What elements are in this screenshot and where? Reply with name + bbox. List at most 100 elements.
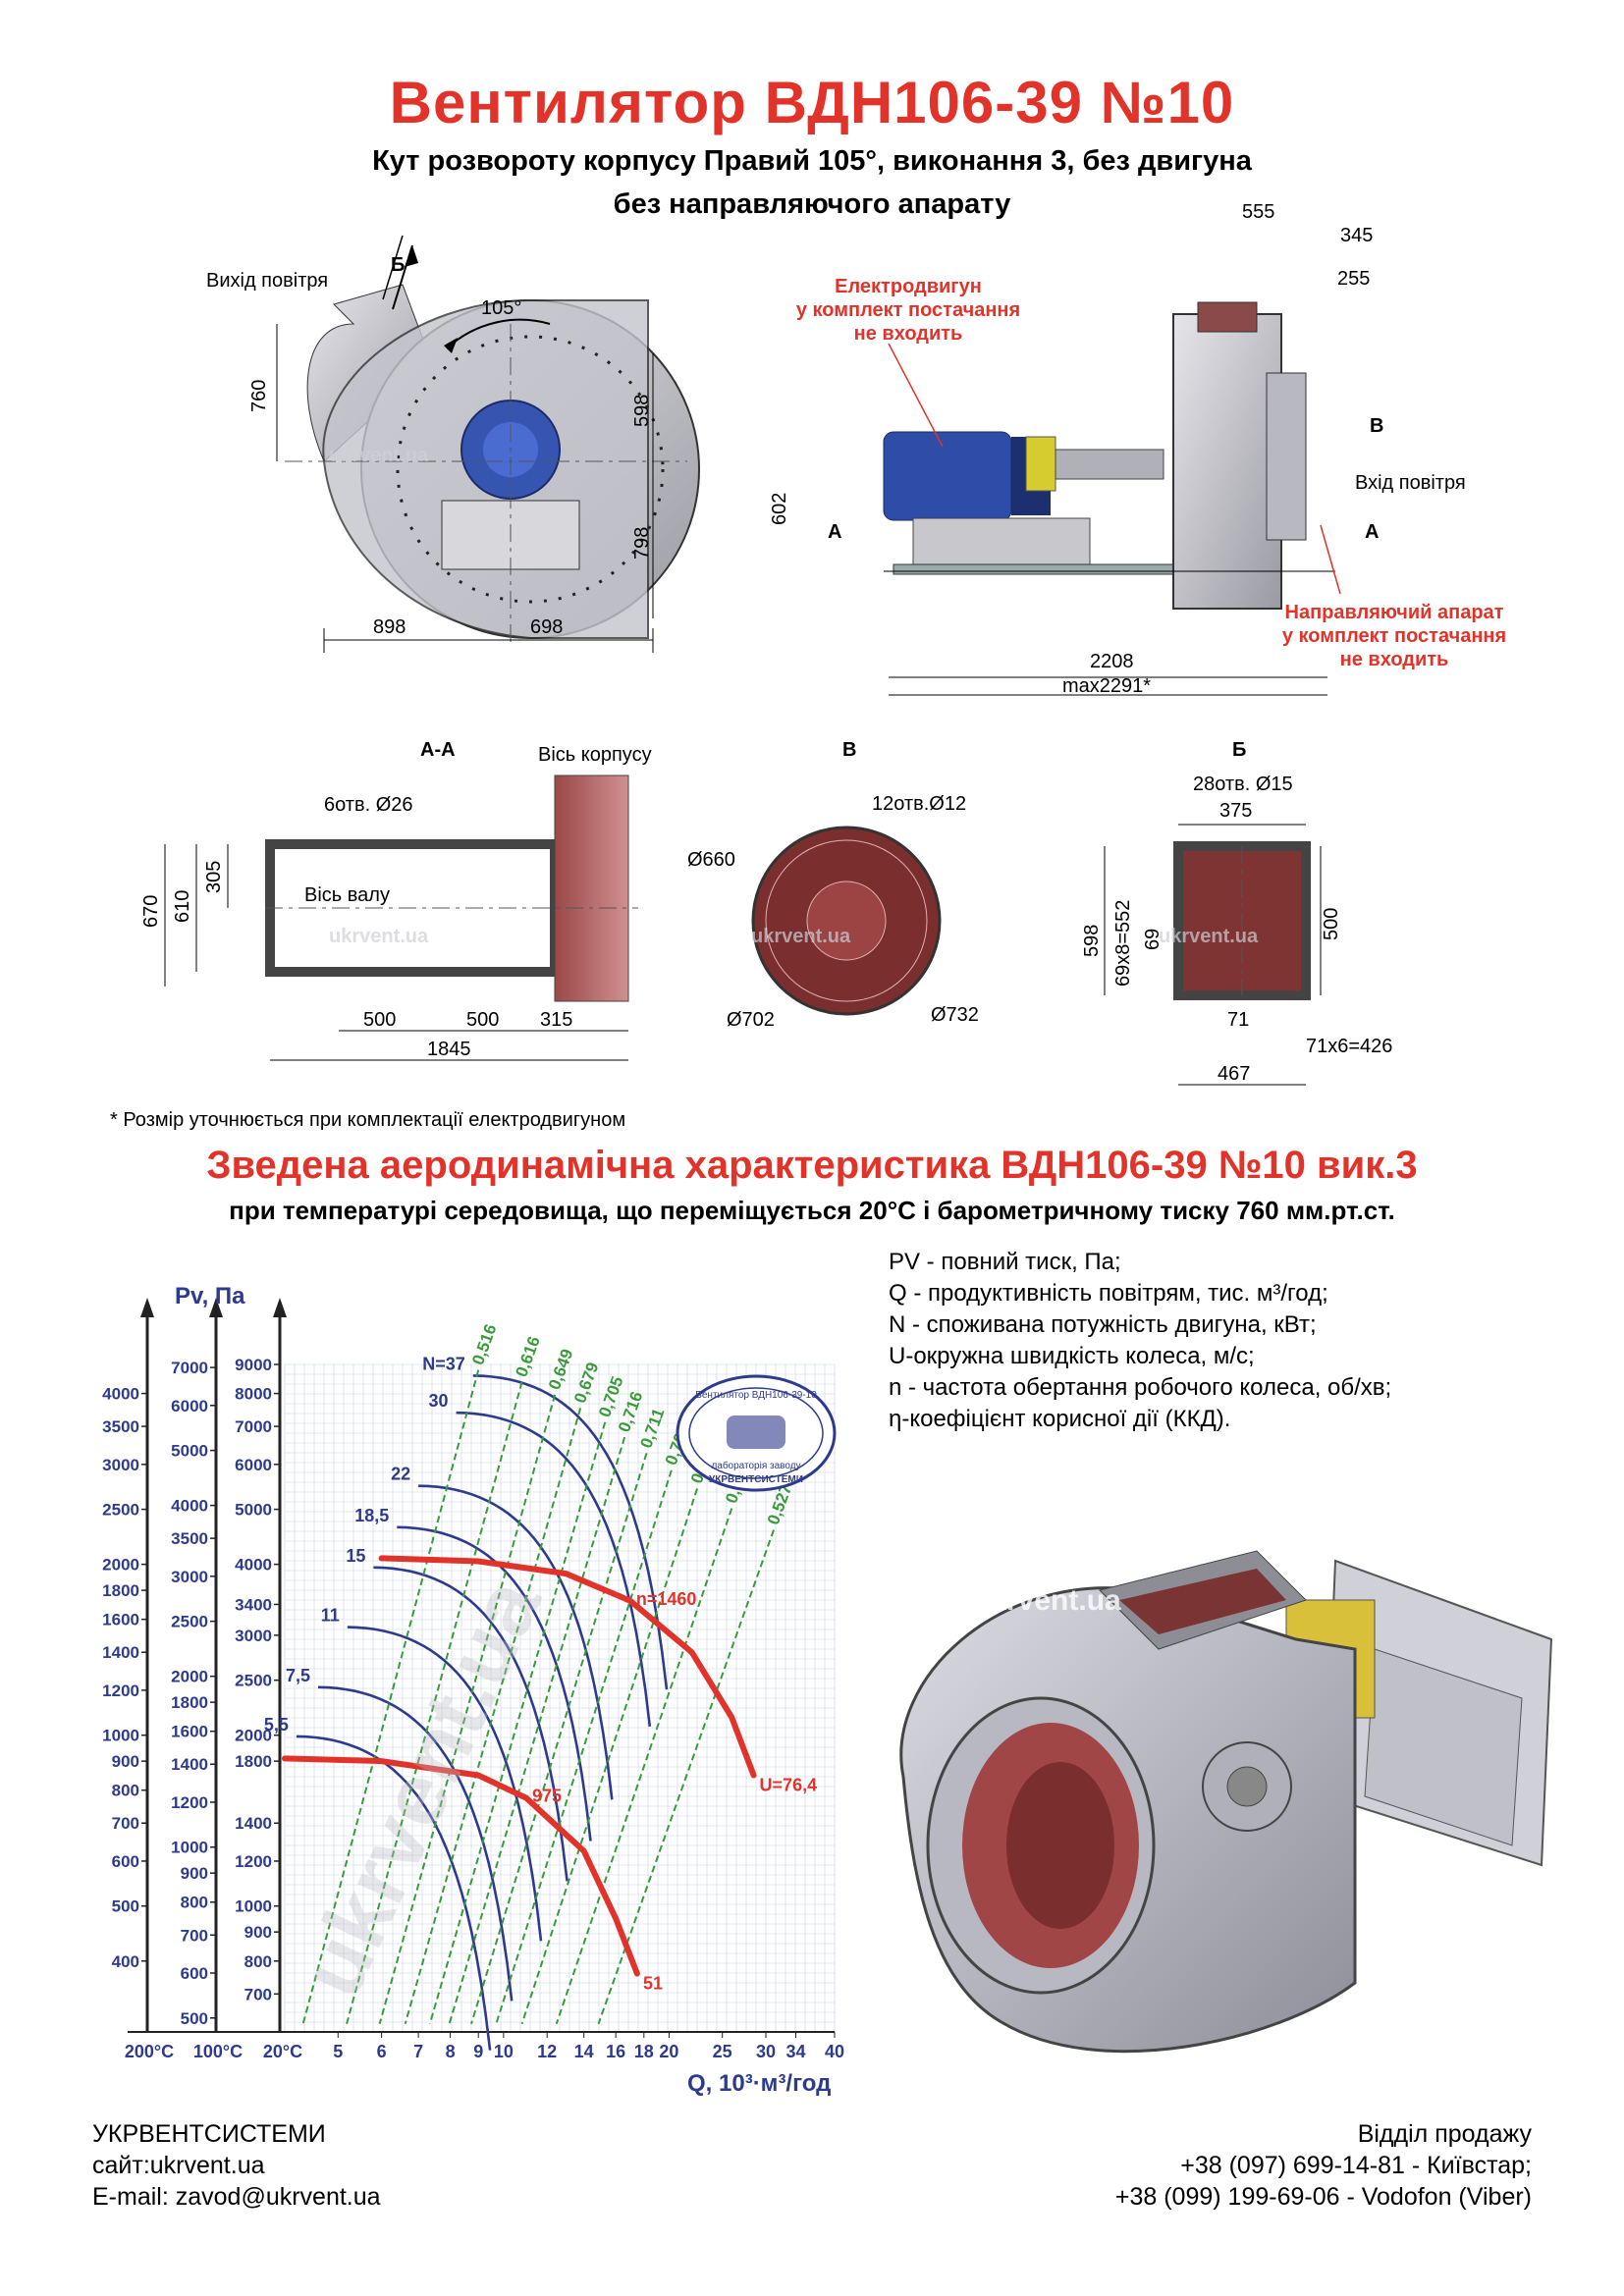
phone-vodafone[interactable]: +38 (099) 199-69-06 - Vodofon (Viber) xyxy=(1114,2183,1532,2211)
company-email[interactable]: E-mail: zavod@ukrvent.ua xyxy=(92,2183,381,2211)
section2-subtitle: при температурі середовища, що переміщує… xyxy=(229,1196,1395,1225)
y-tick-label: 3000 xyxy=(102,1456,139,1474)
efficiency-line xyxy=(448,1436,626,2025)
efficiency-label: 0,711 xyxy=(636,1406,668,1451)
dim-598-b: 598 xyxy=(1081,925,1103,957)
phone-kyivstar[interactable]: +38 (097) 699-14-81 - Київстар; xyxy=(1180,2152,1532,2179)
dim-345: 345 xyxy=(1340,225,1373,246)
y-tick-label: 2500 xyxy=(102,1501,139,1520)
x-temp-label: 100°С xyxy=(193,2042,243,2061)
x-axis-title: Q, 10³·м³/год xyxy=(687,2070,831,2097)
dim-375: 375 xyxy=(1219,800,1252,822)
y-tick-label: 1200 xyxy=(171,1793,208,1812)
y-tick-label: 1000 xyxy=(171,1839,208,1857)
dim-max2291: max2291* xyxy=(1062,675,1151,697)
power-label: N=37 xyxy=(422,1354,465,1373)
company-name: УКРВЕНТСИСТЕМИ xyxy=(92,2120,326,2148)
y-tick-label: 1800 xyxy=(171,1693,208,1712)
x-tick-label: 10 xyxy=(494,2042,514,2061)
y-axis-arrow xyxy=(140,1298,154,1317)
aa-holes-label: 6отв. Ø26 xyxy=(324,794,413,816)
y-tick-label: 1600 xyxy=(171,1723,208,1741)
y-tick-label: 1400 xyxy=(235,1814,272,1833)
efficiency-line xyxy=(301,1369,480,2025)
technical-drawings: Вихід повітря Б 105° 760 598 798 898 698… xyxy=(140,201,1506,1086)
motor-note: Електродвигун у комплект постачання не в… xyxy=(796,276,1020,448)
y-tick-label: 700 xyxy=(112,1814,139,1833)
x-tick-label: 40 xyxy=(825,2042,844,2061)
power-curve xyxy=(347,1626,543,1942)
y-tick-label: 2000 xyxy=(235,1727,272,1745)
y-tick-label: 900 xyxy=(112,1752,139,1771)
dim-69: 69 xyxy=(1142,929,1164,950)
motor-note-line-2: у комплект постачання xyxy=(796,299,1020,321)
x-temp-label: 200°С xyxy=(125,2042,174,2061)
footer-right: Відділ продажу +38 (097) 699-14-81 - Киї… xyxy=(1115,2118,1532,2213)
y-tick-label: 2000 xyxy=(102,1556,139,1575)
x-tick-label: 12 xyxy=(537,2042,557,2061)
legend: PV - повний тиск, Па; Q - продуктивність… xyxy=(889,1247,1391,1435)
y-tick-label: 800 xyxy=(181,1894,208,1912)
x-tick-label: 5 xyxy=(333,2042,343,2061)
fan-illustration: ukrvent.ua xyxy=(899,1550,1553,2054)
y-axis-title: Pv, Па xyxy=(175,1283,245,1309)
x-temp-label: 20°С xyxy=(263,2042,302,2061)
dim-315: 315 xyxy=(540,1009,572,1031)
lab-stamp: Вентилятор ВДН106-39-10 лабораторія заво… xyxy=(676,1374,837,1492)
y-tick-label: 7000 xyxy=(171,1359,208,1377)
angle-label: 105° xyxy=(481,297,521,319)
y-tick-label: 1800 xyxy=(235,1752,272,1771)
dim-670: 670 xyxy=(140,895,162,928)
section-aa-title: А-А xyxy=(420,739,456,761)
case-axis-label: Вісь корпусу xyxy=(538,744,652,766)
dim-898: 898 xyxy=(373,616,406,638)
dim-500-b: 500 xyxy=(1321,908,1342,940)
dim-798: 798 xyxy=(631,527,653,560)
power-curve xyxy=(317,1685,514,2002)
power-curve xyxy=(373,1566,568,1882)
efficiency-line xyxy=(470,1453,648,2025)
x-tick-label: 9 xyxy=(473,2042,483,2061)
side-view xyxy=(883,301,1335,610)
power-label: 22 xyxy=(391,1465,410,1484)
efficiency-line xyxy=(404,1408,582,2025)
motor-note-line-1: Електродвигун xyxy=(835,276,982,297)
y-tick-label: 4000 xyxy=(235,1556,272,1575)
view-v-holes: 12отв.Ø12 xyxy=(872,793,966,815)
y-tick-label: 3500 xyxy=(102,1417,139,1436)
power-curves xyxy=(296,1374,669,2051)
y-tick-label: 400 xyxy=(112,1952,139,1971)
y-tick-label: 4000 xyxy=(171,1497,208,1516)
dim-305: 305 xyxy=(203,861,225,893)
stamp-line-2: лабораторія заводу xyxy=(711,1460,800,1471)
efficiency-line xyxy=(346,1381,523,2025)
air-out-label: Вихід повітря xyxy=(206,270,328,292)
side-label-a-right: А xyxy=(1365,521,1379,543)
stamp-line-3: УКРВЕНТСИСТЕМИ xyxy=(709,1474,803,1485)
dim-555: 555 xyxy=(1242,201,1274,223)
dim-500-b: 500 xyxy=(466,1009,499,1031)
y-axis-arrow xyxy=(209,1298,223,1317)
y-tick-label: 8000 xyxy=(235,1385,272,1404)
dim-598-front: 598 xyxy=(631,395,653,427)
y-tick-label: 1000 xyxy=(102,1727,139,1745)
y-tick-label: 2500 xyxy=(171,1613,208,1631)
y-tick-label: 500 xyxy=(112,1897,139,1916)
watermark-1: ukrvent.ua xyxy=(329,445,429,466)
y-tick-label: 900 xyxy=(244,1923,272,1942)
page-title: Вентилятор ВДН106-39 №10 xyxy=(389,70,1235,135)
y-tick-label: 800 xyxy=(112,1782,139,1800)
front-view xyxy=(276,235,700,653)
x-tick-label: 7 xyxy=(413,2042,423,2061)
y-tick-label: 900 xyxy=(181,1864,208,1883)
dim-467: 467 xyxy=(1218,1063,1250,1085)
company-site[interactable]: сайт:ukrvent.ua xyxy=(92,2152,265,2179)
legend-item: N - споживана потужність двигуна, кВт; xyxy=(889,1311,1317,1338)
section-aa-frame xyxy=(164,774,638,1061)
efficiency-label: 0,616 xyxy=(512,1334,543,1379)
y-tick-label: 500 xyxy=(181,2009,208,2028)
power-label: 11 xyxy=(321,1606,340,1626)
y-tick-label: 3000 xyxy=(171,1568,208,1586)
y-tick-label: 1600 xyxy=(102,1611,139,1629)
y-tick-label: 1000 xyxy=(235,1897,272,1916)
